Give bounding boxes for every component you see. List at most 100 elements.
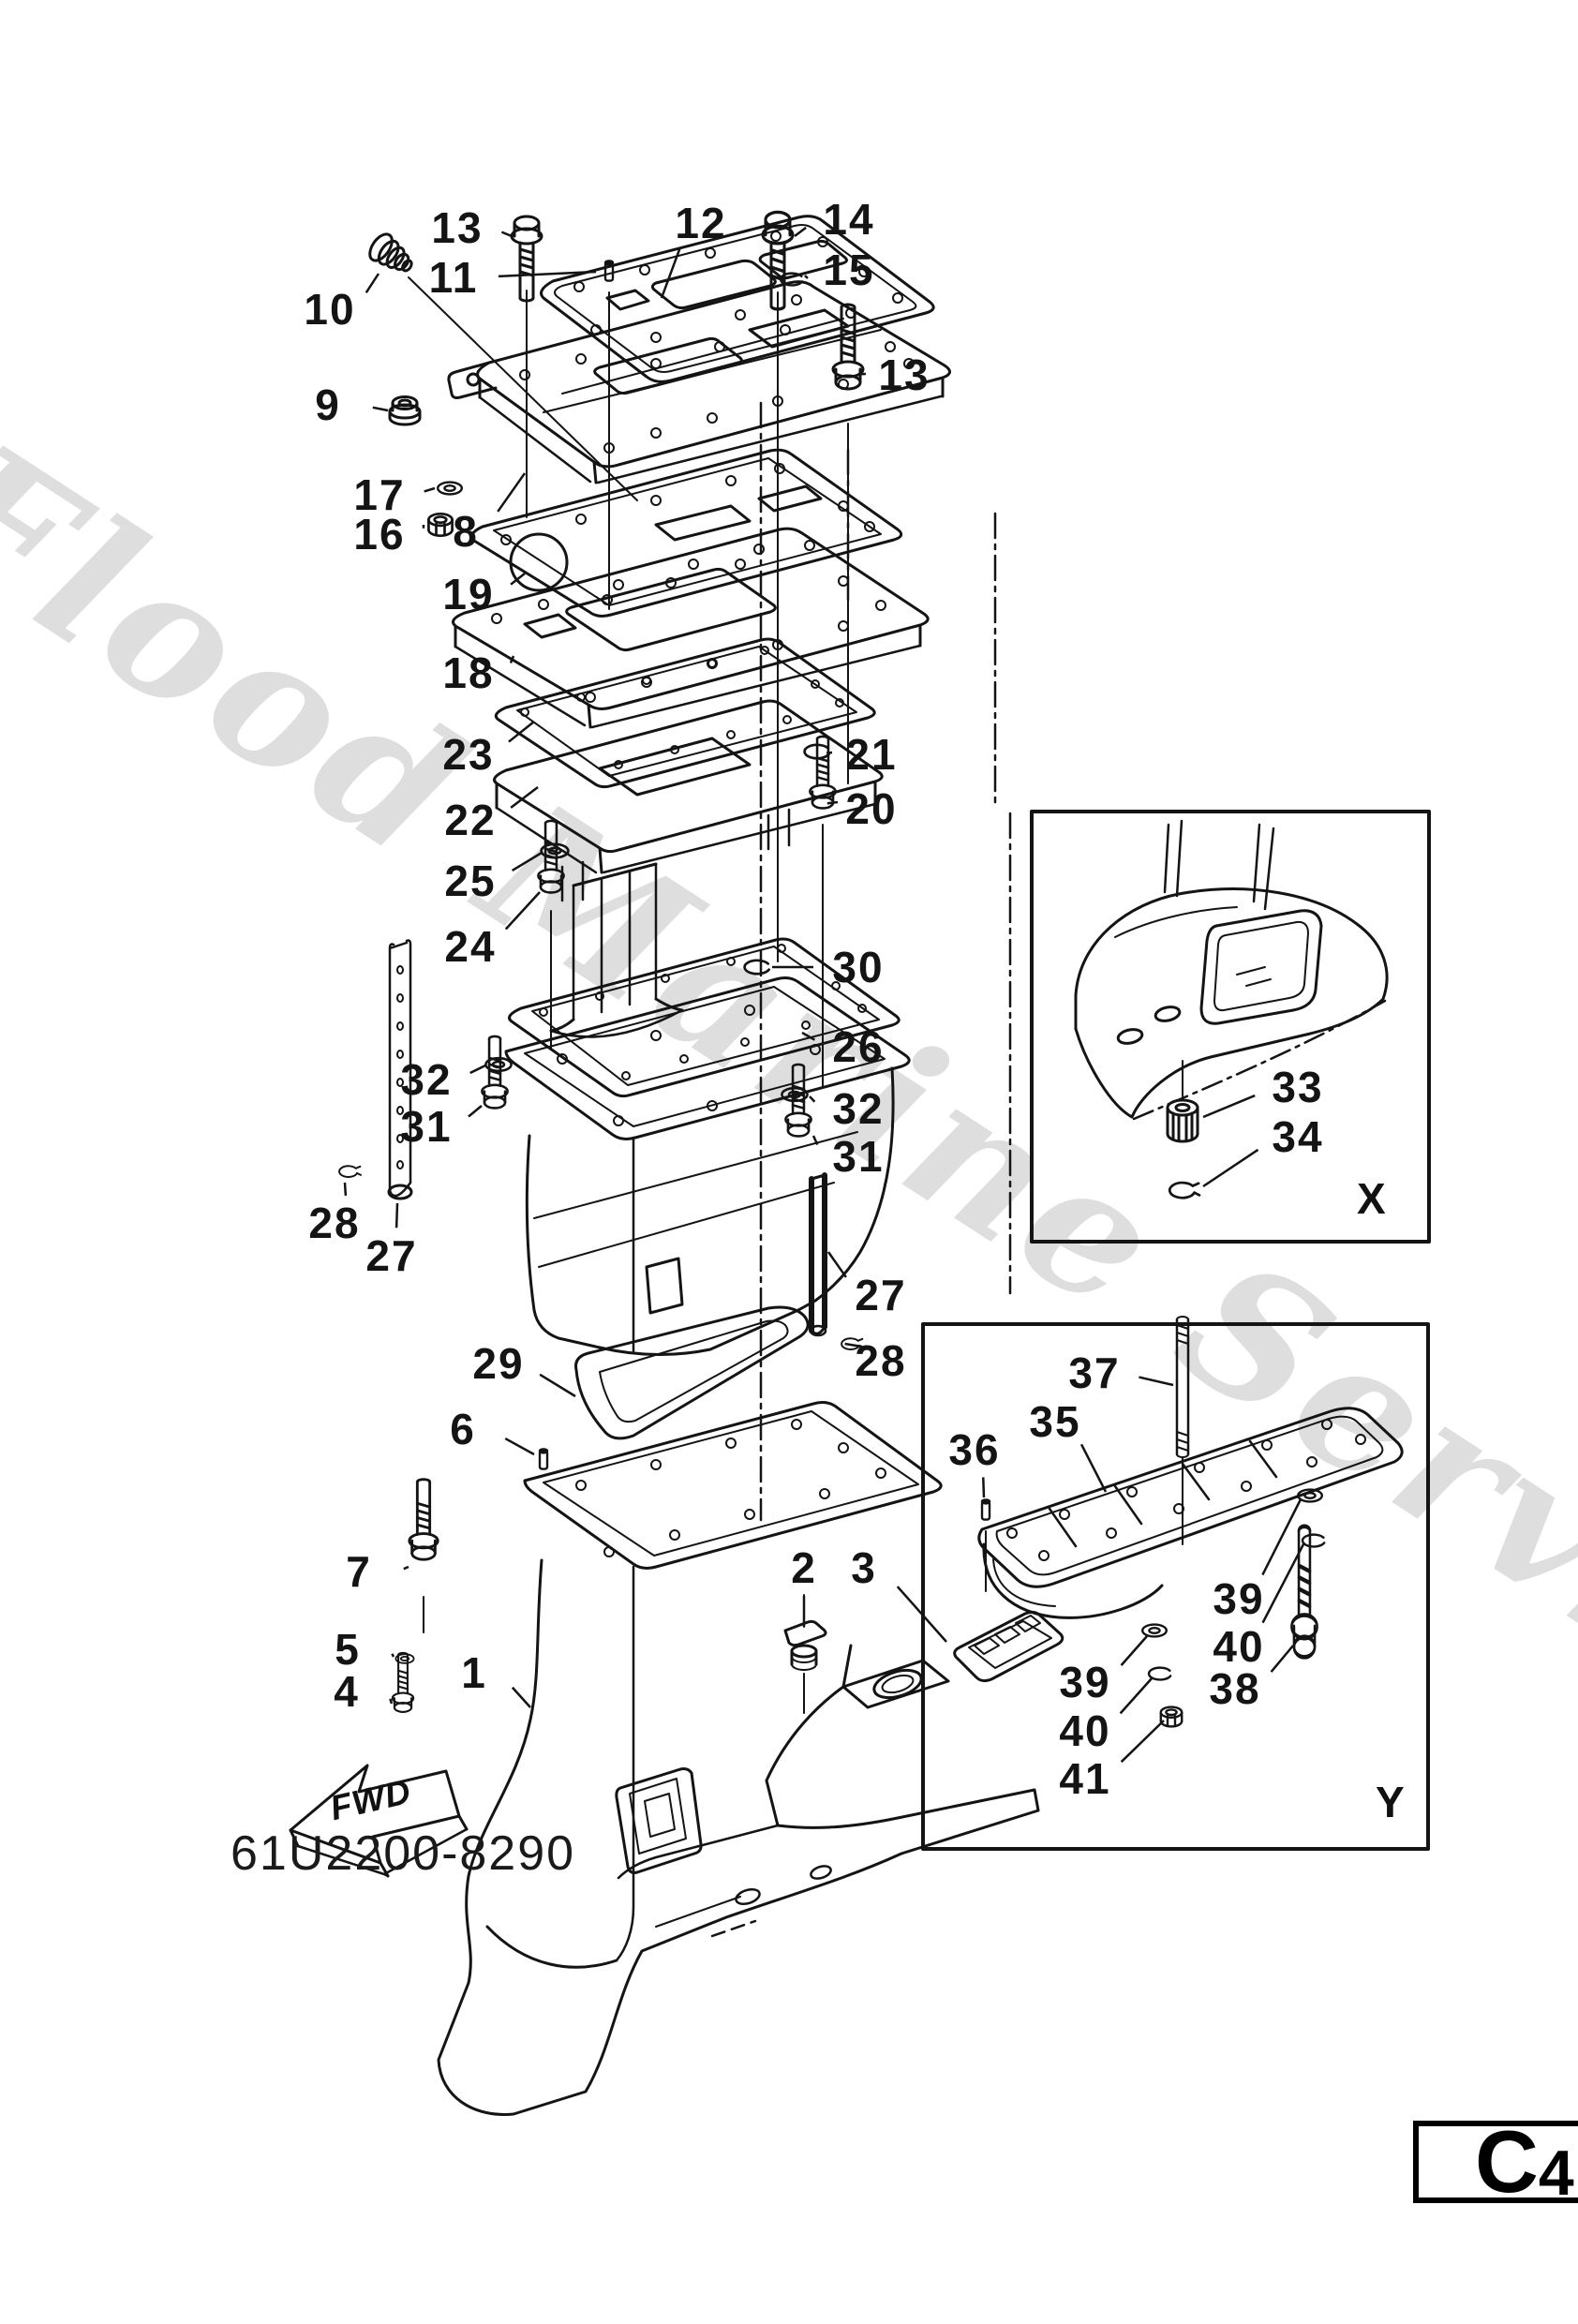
callout-36: 36 — [948, 1425, 1001, 1474]
leader-line-39 — [1120, 1635, 1148, 1666]
callout-25: 25 — [444, 857, 497, 905]
callout-38: 38 — [1209, 1664, 1261, 1713]
lower-casing-1 — [437, 1401, 1040, 2116]
page-code-letter: C — [1475, 2112, 1539, 2211]
leader-line-37 — [1139, 1376, 1174, 1387]
leader-line-29 — [539, 1373, 576, 1398]
inset-box-x — [1030, 810, 1431, 1244]
callout-26: 26 — [832, 1022, 885, 1071]
leader-line-36 — [981, 1477, 986, 1498]
callout-9: 9 — [315, 380, 341, 429]
callout-11: 11 — [428, 253, 479, 302]
callout-18: 18 — [442, 648, 495, 697]
gasket-26 — [508, 937, 901, 1098]
callout-30: 30 — [832, 943, 885, 991]
leader-line-35 — [1079, 1443, 1108, 1493]
leader-line-5 — [391, 1653, 395, 1658]
leader-line-19 — [510, 573, 526, 586]
gasket-29 — [574, 1305, 810, 1440]
callout-12: 12 — [675, 199, 727, 247]
gasket-19 — [470, 448, 903, 618]
callout-1: 1 — [461, 1648, 487, 1697]
leader-line-3 — [896, 1586, 947, 1643]
callout-31: 31 — [832, 1132, 885, 1181]
inset-box-y — [921, 1316, 1430, 1851]
page-code-digit: 4 — [1538, 2138, 1574, 2209]
leader-line-31 — [468, 1105, 483, 1118]
callout-35: 35 — [1029, 1397, 1081, 1446]
leader-line-27 — [826, 1251, 847, 1278]
leader-line-27 — [394, 1202, 399, 1229]
muffler-plate-22 — [493, 699, 884, 902]
leader-line-12 — [660, 247, 681, 299]
callout-41: 41 — [1059, 1754, 1111, 1803]
exhaust-manifold-plate-8 — [447, 280, 951, 484]
plate-18 — [452, 527, 930, 729]
callout-4: 4 — [334, 1667, 360, 1716]
leader-line-32 — [809, 1095, 816, 1103]
callout-27: 27 — [855, 1271, 907, 1319]
seal-strip-27-left — [387, 939, 413, 1200]
leader-line-34 — [1202, 1148, 1259, 1188]
callout-6: 6 — [450, 1405, 476, 1453]
callout-8: 8 — [453, 507, 479, 556]
diagram-part-code: 61U2200-8290 — [231, 1826, 576, 1881]
callout-15: 15 — [823, 246, 875, 294]
leader-line-28 — [844, 1342, 863, 1348]
leader-line-1 — [511, 1686, 531, 1708]
leader-line-23 — [508, 721, 535, 743]
leader-line-24 — [504, 891, 541, 931]
leader-line-31 — [811, 1135, 819, 1146]
gasket-23 — [494, 637, 876, 789]
callout-31: 31 — [400, 1102, 453, 1151]
leader-line-41 — [1120, 1720, 1165, 1764]
callout-27: 27 — [365, 1231, 418, 1280]
callout-17: 17 — [353, 470, 406, 519]
callout-13: 13 — [878, 350, 930, 399]
callout-34: 34 — [1272, 1112, 1324, 1161]
callout-28: 28 — [308, 1199, 361, 1247]
drain-plug-2 — [783, 1619, 827, 1671]
callout-20: 20 — [845, 784, 898, 833]
callout-33: 33 — [1272, 1063, 1324, 1111]
callout-21: 21 — [845, 730, 898, 779]
callout-39: 39 — [1059, 1658, 1111, 1706]
seal-strip-27-right — [809, 1172, 827, 1337]
leader-line-26 — [801, 1031, 816, 1041]
leader-line-21 — [826, 751, 833, 754]
leader-line-6 — [504, 1437, 535, 1456]
callout-29: 29 — [472, 1339, 525, 1388]
callout-2: 2 — [791, 1543, 817, 1592]
leader-line-9 — [372, 406, 389, 412]
leader-line-28 — [343, 1182, 348, 1197]
callout-16: 16 — [353, 510, 406, 559]
callout-3: 3 — [851, 1543, 877, 1592]
callout-5: 5 — [335, 1625, 361, 1674]
callout-32: 32 — [832, 1084, 885, 1133]
fwd-arrow — [289, 1764, 469, 1878]
callout-13: 13 — [431, 203, 484, 252]
callout-22: 22 — [444, 796, 497, 844]
leader-line-20 — [826, 800, 839, 805]
leader-line-17 — [424, 486, 436, 493]
leader-line-39 — [1261, 1498, 1303, 1576]
leader-line-4 — [389, 1698, 394, 1705]
callout-40: 40 — [1059, 1706, 1111, 1755]
leader-line-40 — [1261, 1542, 1306, 1624]
upper-casing — [504, 976, 911, 1357]
leader-line-11 — [498, 270, 597, 278]
leader-line-8 — [497, 472, 527, 513]
assembly-axis-lines — [408, 276, 849, 1714]
leader-line-40 — [1119, 1676, 1154, 1715]
leader-line-32 — [469, 1064, 486, 1075]
leader-line-22 — [510, 786, 539, 809]
page-code-box: C 4 — [1413, 2112, 1578, 2211]
callout-37: 37 — [1068, 1348, 1121, 1397]
callout-7: 7 — [346, 1547, 372, 1596]
inset-x-label: X — [1357, 1174, 1386, 1223]
callout-39: 39 — [1213, 1574, 1265, 1623]
leader-line-38 — [1270, 1645, 1294, 1673]
